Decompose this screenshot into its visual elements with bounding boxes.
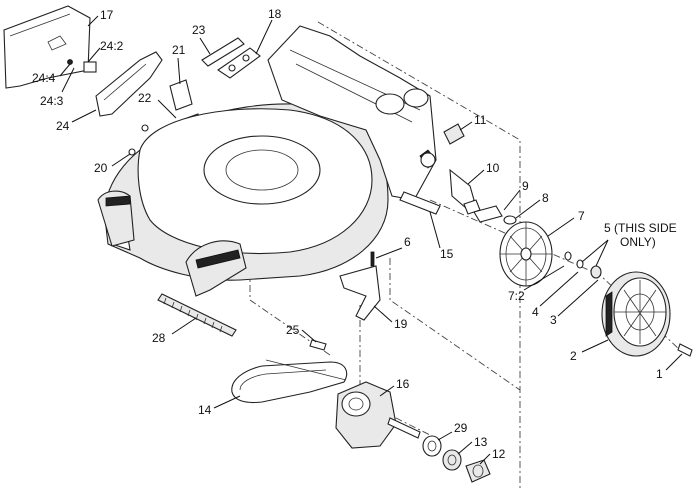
drive-gears-parts xyxy=(422,435,491,483)
callout-11: 11 xyxy=(474,113,487,127)
callout-7: 7 xyxy=(578,209,585,223)
spring-part xyxy=(157,293,237,337)
callout-12: 12 xyxy=(492,447,506,461)
callout-29: 29 xyxy=(454,421,468,435)
washers-part xyxy=(564,251,602,279)
leader-lines xyxy=(59,15,683,465)
belt-part xyxy=(231,359,348,404)
callout-13: 13 xyxy=(474,435,488,449)
callout-22: 22 xyxy=(138,91,152,105)
plate-and-ring-parts xyxy=(473,205,517,225)
callout-7-2: 7:2 xyxy=(508,289,525,303)
callout-25: 25 xyxy=(286,323,300,337)
callout-16: 16 xyxy=(396,377,410,391)
callout-4: 4 xyxy=(532,305,539,319)
callout-24-4: 24:4 xyxy=(32,71,56,85)
bracket-19-part xyxy=(339,265,381,321)
callout-1: 1 xyxy=(656,367,663,381)
callout-28: 28 xyxy=(152,331,166,345)
hub-disc-part xyxy=(499,221,553,287)
callout-5-line1: 5 (THIS SIDE xyxy=(604,221,677,235)
callout-6: 6 xyxy=(404,235,411,249)
rod-part xyxy=(399,191,441,215)
callout-18: 18 xyxy=(268,7,282,21)
screw-part xyxy=(370,251,375,267)
callout-8: 8 xyxy=(542,191,549,205)
callout-23: 23 xyxy=(192,23,206,37)
rear-flap-part xyxy=(3,5,91,89)
callout-24: 24 xyxy=(56,119,70,133)
handle-plate-part xyxy=(217,47,261,79)
transmission-part xyxy=(335,381,421,449)
callout-24-2: 24:2 xyxy=(100,39,124,53)
callout-10: 10 xyxy=(486,161,500,175)
callout-21: 21 xyxy=(172,43,186,57)
callout-3: 3 xyxy=(550,313,557,327)
callout-20: 20 xyxy=(94,161,108,175)
rear-frame xyxy=(267,25,437,201)
callout-19: 19 xyxy=(394,317,408,331)
mower-deck xyxy=(97,103,389,297)
wheel-part xyxy=(601,271,671,357)
callout-14: 14 xyxy=(198,403,212,417)
bracket-11-part xyxy=(443,123,465,145)
callout-15: 15 xyxy=(440,247,454,261)
height-arm-part xyxy=(449,168,481,215)
bolt-part xyxy=(677,343,693,357)
callout-2: 2 xyxy=(570,349,577,363)
callout-labels: 17 24:2 24:4 24:3 24 21 23 18 22 20 11 1… xyxy=(32,7,677,461)
callout-17: 17 xyxy=(100,8,114,22)
pin-part xyxy=(309,339,327,351)
callout-5-line2: ONLY) xyxy=(620,235,656,249)
handle-bracket-part xyxy=(67,51,163,117)
callout-24-3: 24:3 xyxy=(40,94,64,108)
callout-9: 9 xyxy=(522,179,529,193)
